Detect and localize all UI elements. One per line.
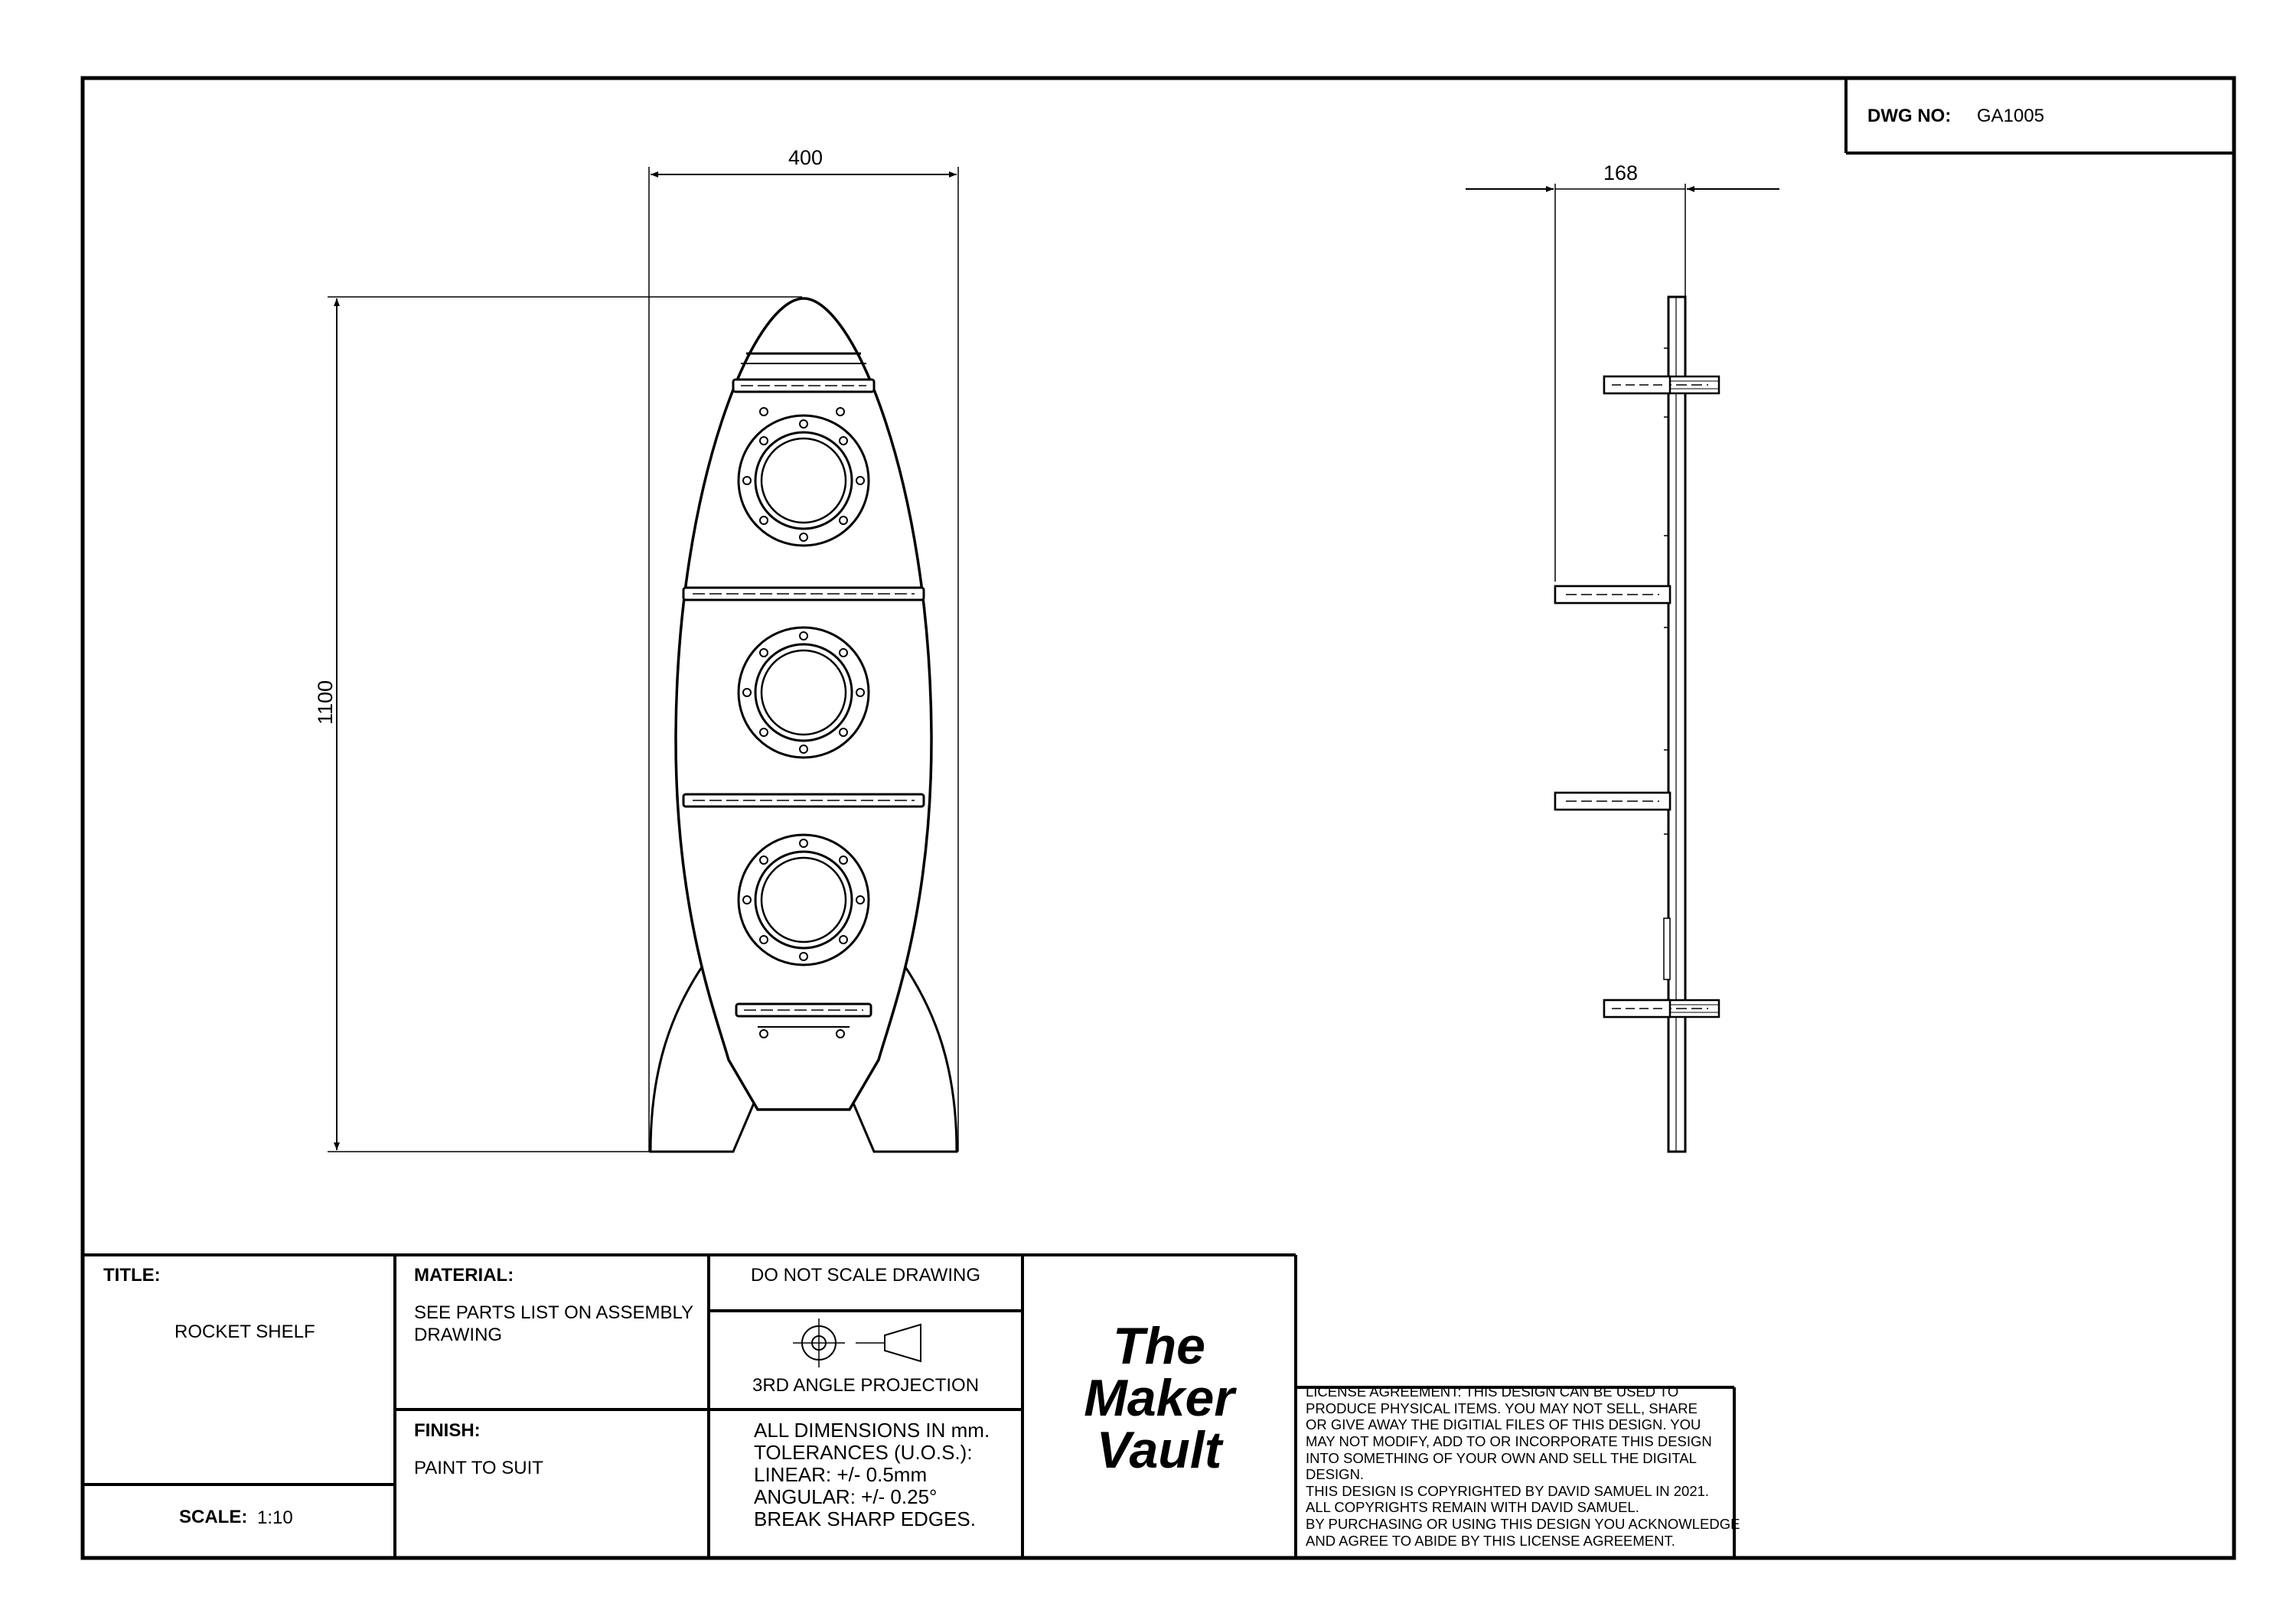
notes-line-1: ALL DIMENSIONS IN mm. [754,1419,990,1442]
material-line-1: SEE PARTS LIST ON ASSEMBLY [414,1302,694,1323]
front-shelf-2 [682,586,925,601]
license-line: ALL COPYRIGHTS REMAIN WITH DAVID SAMUEL. [1306,1499,1639,1516]
license-line: AND AGREE TO ABIDE BY THIS LICENSE AGREE… [1306,1532,1675,1549]
license-line: INTO SOMETHING OF YOUR OWN AND SELL THE … [1306,1449,1697,1466]
notes-line-2: TOLERANCES (U.O.S.): [754,1441,973,1464]
finish-value: PAINT TO SUIT [414,1458,543,1478]
height-dimension-label: 1100 [314,680,337,725]
right-fin [848,950,958,1153]
front-dimensions [328,167,959,1152]
logo-line-3: Vault [1096,1421,1222,1479]
scale-label: SCALE: [179,1507,248,1527]
scale-value: 1:10 [257,1507,293,1528]
notes-line-4: ANGULAR: +/- 0.25° [754,1485,938,1508]
side-dimensions [1466,184,1779,582]
license-line: BY PURCHASING OR USING THIS DESIGN YOU A… [1306,1516,1740,1533]
license-line: THIS DESIGN IS COPYRIGHTED BY DAVID SAMU… [1306,1482,1710,1499]
porthole-1 [737,414,870,547]
left-fin [649,950,759,1153]
side-shelf-extensions [1554,375,1671,1018]
license-line: LICENSE AGREEMENT: THIS DESIGN CAN BE US… [1306,1383,1679,1400]
material-line-2: DRAWING [414,1325,503,1345]
license-agreement: LICENSE AGREEMENT: THIS DESIGN CAN BE US… [1306,1383,1740,1549]
license-line: OR GIVE AWAY THE DIGITIAL FILES OF THIS … [1306,1416,1701,1433]
logo-line-1: The [1113,1317,1205,1375]
projection-symbol-icon [793,1318,921,1367]
dwg-no-label: DWG NO: [1867,106,1952,126]
license-line: MAY NOT MODIFY, ADD TO OR INCORPORATE TH… [1306,1432,1712,1449]
depth-dimension-label: 168 [1603,161,1639,184]
side-backboard [1667,295,1687,1153]
license-line: PRODUCE PHYSICAL ITEMS. YOU MAY NOT SELL… [1306,1400,1698,1416]
front-shelf-3 [682,793,925,808]
porthole-2 [737,626,870,759]
sheet-border [80,76,2236,1560]
title-label: TITLE: [103,1265,161,1286]
front-shelves [682,378,925,1018]
title-value: ROCKET SHELF [174,1322,315,1342]
side-view [1554,295,1720,1153]
do-not-scale-note: DO NOT SCALE DRAWING [750,1265,981,1286]
dwg-no-box [1844,78,2234,155]
dwg-no-value: GA1005 [1977,106,2045,126]
front-shelf-4 [735,1002,872,1018]
projection-label: 3RD ANGLE PROJECTION [752,1375,980,1396]
notes-line-3: LINEAR: +/- 0.5mm [754,1463,928,1486]
license-line: DESIGN. [1306,1466,1365,1483]
width-dimension-label: 400 [788,146,823,169]
maker-vault-logo: The Maker Vault [1022,1320,1296,1476]
notes-line-5: BREAK SHARP EDGES. [754,1507,976,1530]
front-shelf-1 [732,378,876,393]
logo-line-2: Maker [1084,1369,1234,1427]
material-label: MATERIAL: [414,1265,514,1286]
title-block-lines [83,1253,1736,1558]
finish-label: FINISH: [414,1420,481,1441]
porthole-3 [737,833,870,966]
